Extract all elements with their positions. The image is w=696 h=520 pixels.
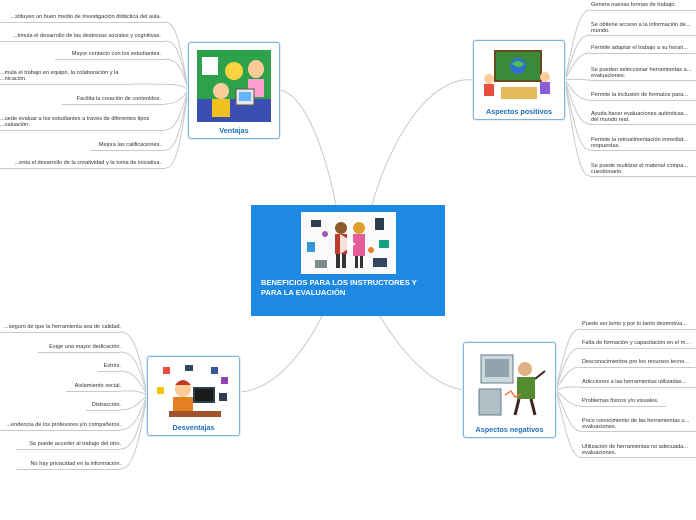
positivos-item-2[interactable]: Se obtiene acceso a la información de...… <box>591 22 691 35</box>
ventajas-item-7[interactable]: Mejora las calificaciones. <box>98 142 161 148</box>
positivos-item-3[interactable]: Permite adaptar el trabajo a su horari..… <box>591 45 689 51</box>
central-title: BENEFICIOS PARA LOS INSTRUCTORES Y PARA … <box>261 278 417 297</box>
ventajas-item-6[interactable]: ...uede evaluar a los estudiantes a trav… <box>0 116 150 129</box>
positivos-item-8[interactable]: Se puede reutilizar el material compa...… <box>591 163 689 176</box>
negativos-item-5[interactable]: Problemas físicos y/o visuales. <box>582 398 659 404</box>
positivos-item-1[interactable]: Genera nuevas formas de trabajo. <box>591 2 676 8</box>
stressed-person-illustration <box>155 363 232 421</box>
desventajas-node[interactable]: Desventajas <box>147 356 240 436</box>
ventajas-item-1[interactable]: ...stituyen un buen medio de investigaci… <box>10 14 161 20</box>
classroom-board-illustration <box>481 47 557 105</box>
positivos-item-7[interactable]: Permite la retroalimentación inmediat...… <box>591 137 689 150</box>
aspectos-negativos-node[interactable]: Aspectos negativos <box>463 342 556 438</box>
negativos-item-6[interactable]: Poco conocimiento de las herramientas u.… <box>582 418 690 431</box>
desventajas-label: Desventajas <box>172 423 215 432</box>
desventajas-item-1[interactable]: ...seguro de que la herramienta sea de c… <box>4 324 121 330</box>
aspectos-negativos-label: Aspectos negativos <box>475 425 544 434</box>
positivos-item-4[interactable]: Se pueden seleccionar herramientas a... … <box>591 67 692 80</box>
negativos-item-2[interactable]: Falta de formación y capacitación en el … <box>582 340 690 346</box>
ventajas-item-8[interactable]: ...enta el desarrollo de la creatividad … <box>14 160 161 166</box>
ventajas-item-4[interactable]: ...mula el trabajo en equipo, la colabor… <box>0 70 119 83</box>
ventajas-item-2[interactable]: ...timula el desarrollo de las destrezas… <box>13 33 161 39</box>
negativos-item-1[interactable]: Puede ser lento y por lo tanto desmotiva… <box>582 321 687 327</box>
people-with-devices-illustration <box>301 212 396 274</box>
desventajas-item-3[interactable]: Estrés. <box>103 363 121 369</box>
ventajas-item-5[interactable]: Facilita la creación de contenidos. <box>76 96 161 102</box>
ventajas-label: Ventajas <box>219 126 249 135</box>
positivos-item-5[interactable]: Permite la inclusión de formatos para... <box>591 92 689 98</box>
central-topic[interactable]: BENEFICIOS PARA LOS INSTRUCTORES Y PARA … <box>251 205 445 316</box>
aspectos-positivos-node[interactable]: Aspectos positivos <box>473 40 565 120</box>
positivos-item-6[interactable]: Ayuda hacer evaluaciones auténticas... d… <box>591 111 689 124</box>
play-icon[interactable] <box>340 234 356 254</box>
ventajas-node[interactable]: Ventajas <box>188 42 280 139</box>
desventajas-item-8[interactable]: No hay privacidad en la información. <box>30 461 121 467</box>
desventajas-item-4[interactable]: Aislamiento social. <box>74 383 121 389</box>
negativos-item-4[interactable]: Adicciones a las herramientas utilizadas… <box>582 379 687 385</box>
desventajas-item-5[interactable]: Distracción. <box>91 402 121 408</box>
ventajas-item-3[interactable]: Mayor contacto con los estudiantes. <box>71 51 161 57</box>
desventajas-item-7[interactable]: Se puede acceder al trabajo del otro. <box>29 441 121 447</box>
desventajas-item-2[interactable]: Exige una mayor dedicación. <box>49 344 121 350</box>
broken-computer-illustration <box>471 349 550 423</box>
negativos-item-3[interactable]: Desconocimientos por los recursos tecno.… <box>582 359 689 365</box>
aspectos-positivos-label: Aspectos positivos <box>486 107 552 116</box>
desventajas-item-6[interactable]: ...endencia de los profesores y/o compañ… <box>6 422 121 428</box>
negativos-item-7[interactable]: Utilización de herramientas no adecuada.… <box>582 444 689 457</box>
kids-at-computer-illustration <box>196 49 272 122</box>
